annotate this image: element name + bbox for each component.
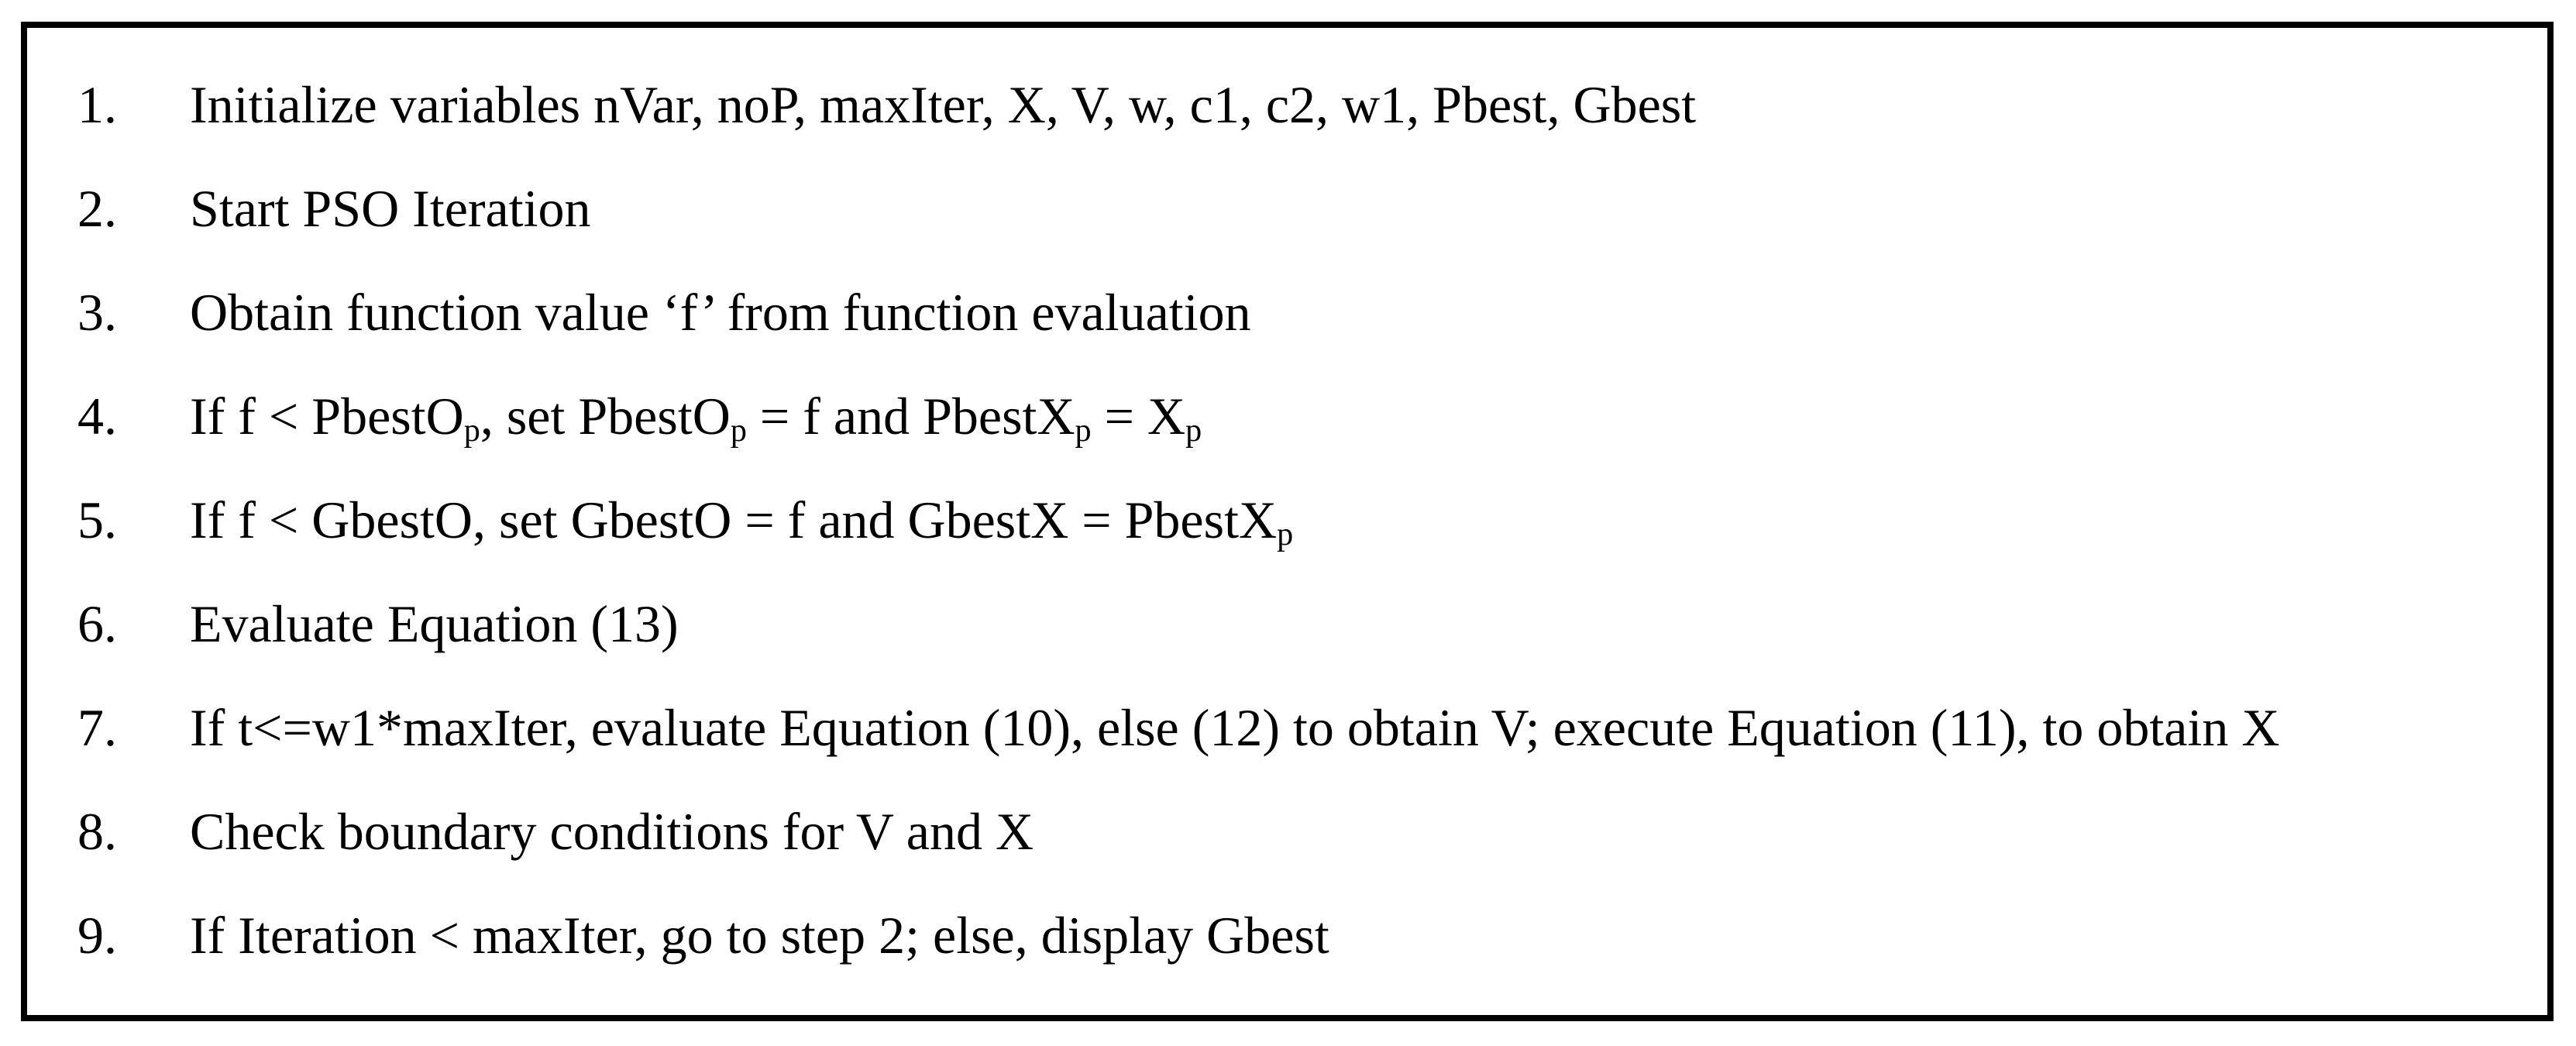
- algorithm-step-list: 1. Initialize variables nVar, noP, maxIte…: [77, 53, 2547, 987]
- step-text: Start PSO Iteration: [190, 179, 591, 238]
- step-number: 2.: [77, 179, 117, 238]
- list-item: 4. If f < PbestOp, set PbestOp = f and Pb…: [77, 364, 2547, 468]
- step-text: If f < GbestO, set GbestO = f and GbestX…: [190, 490, 1294, 553]
- step-text: If Iteration < maxIter, go to step 2; el…: [190, 906, 1329, 965]
- algorithm-box: 1. Initialize variables nVar, noP, maxIte…: [21, 22, 2554, 1021]
- step-number: 8.: [77, 802, 117, 861]
- step-number: 4.: [77, 387, 117, 446]
- list-item: 7. If t<=w1*maxIter, evaluate Equation (1…: [77, 676, 2547, 779]
- list-item: 2. Start PSO Iteration: [77, 157, 2547, 260]
- step-number: 6.: [77, 594, 117, 653]
- step-number: 5.: [77, 490, 117, 549]
- list-item: 1. Initialize variables nVar, noP, maxIte…: [77, 53, 2547, 157]
- list-item: 8. Check boundary conditions for V and X: [77, 779, 2547, 883]
- step-text: Check boundary conditions for V and X: [190, 802, 1034, 861]
- list-item: 6. Evaluate Equation (13): [77, 572, 2547, 676]
- step-text: Evaluate Equation (13): [190, 594, 679, 653]
- list-item: 9. If Iteration < maxIter, go to step 2; …: [77, 883, 2547, 987]
- step-number: 1.: [77, 75, 117, 134]
- step-text: If t<=w1*maxIter, evaluate Equation (10)…: [190, 698, 2280, 757]
- step-text: Obtain function value ‘f’ from function …: [190, 283, 1251, 342]
- list-item: 3. Obtain function value ‘f’ from functio…: [77, 260, 2547, 364]
- step-number: 9.: [77, 906, 117, 965]
- step-text: Initialize variables nVar, noP, maxIter,…: [190, 75, 1697, 134]
- list-item: 5. If f < GbestO, set GbestO = f and Gbes…: [77, 468, 2547, 572]
- step-text: If f < PbestOp, set PbestOp = f and Pbes…: [190, 387, 1202, 449]
- step-number: 7.: [77, 698, 117, 757]
- step-number: 3.: [77, 283, 117, 342]
